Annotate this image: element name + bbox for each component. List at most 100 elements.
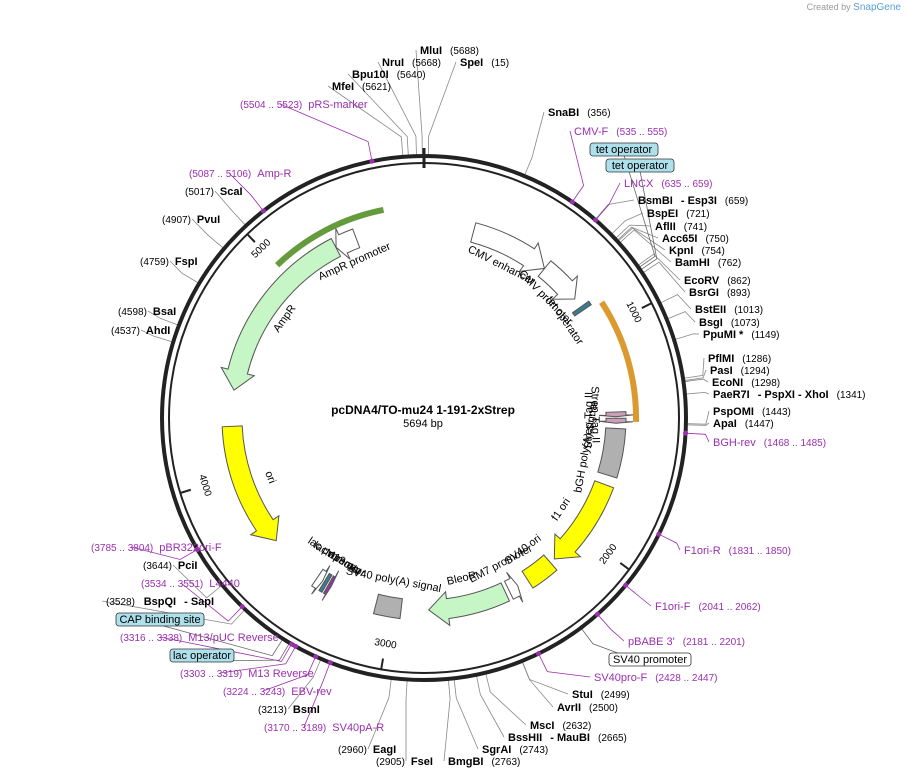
feature-box-label: CAP binding site	[119, 614, 200, 626]
leader-line	[287, 658, 322, 710]
primer-position: (5087 .. 5106)	[189, 169, 251, 180]
tick-mark	[641, 302, 653, 309]
leader-line	[367, 677, 392, 750]
leader-line	[427, 61, 457, 157]
enzyme-label: BsmBI- Esp3I(659)	[638, 195, 748, 207]
enzyme-label: PspOMI(1443)	[713, 406, 791, 418]
primer-name: F1ori-R	[684, 545, 721, 557]
enzyme-name: BsaI	[153, 306, 176, 318]
enzyme-label: BspEI(721)	[647, 208, 710, 220]
enzyme-label: SnaBI(356)	[548, 107, 611, 119]
primer-label: CMV-F(535 .. 555)	[574, 126, 667, 138]
enzyme-position: (1073)	[731, 318, 760, 329]
leader-line	[521, 660, 554, 708]
primer-label: (5087 .. 5106)Amp-R	[189, 168, 292, 180]
leader-line	[214, 190, 247, 227]
enzyme-label: NruI(5668)	[382, 57, 441, 69]
primer-site-mark	[536, 651, 542, 657]
enzyme-name: BsmBI	[638, 195, 673, 207]
enzyme-label: AflII(741)	[655, 221, 707, 233]
feature-arc	[598, 417, 634, 424]
enzyme-label: StuI(2499)	[572, 689, 630, 701]
leader-line	[618, 229, 672, 263]
leader-line	[262, 656, 317, 692]
enzyme-name: BmgBI	[448, 756, 483, 768]
leader-line	[538, 653, 591, 678]
leader-line	[377, 61, 417, 157]
feature-arc	[597, 427, 627, 479]
enzyme-name: KpnI	[669, 245, 693, 257]
leader-line	[616, 226, 659, 241]
enzyme-label: BsgI(1073)	[699, 317, 760, 329]
leader-line	[639, 170, 658, 271]
feature-arc	[470, 222, 546, 273]
leader-line	[453, 678, 479, 750]
enzyme-name: PciI	[178, 560, 198, 572]
feature-label: Strep-Tag II	[588, 386, 601, 443]
leader-line	[683, 378, 709, 383]
enzyme-position: (5688)	[450, 46, 479, 57]
enzyme-name: FspI	[175, 256, 198, 268]
primer-position: (3785 .. 3804)	[91, 543, 153, 554]
primer-label: (3534 .. 3551)L4440	[141, 578, 240, 590]
primer-label: (3170 .. 3189)SV40pA-R	[264, 722, 384, 734]
primer-position: (3224 .. 3243)	[223, 687, 285, 698]
primer-label: (3785 .. 3804)pBR322ori-F	[91, 542, 222, 554]
leader-line	[101, 600, 246, 625]
primer-label: F1ori-R(1831 .. 1850)	[684, 545, 791, 557]
enzyme-position: (1286)	[742, 354, 771, 365]
enzyme-position: (4759)	[140, 257, 169, 268]
enzyme-name: - PspXI - XhoI	[758, 389, 829, 401]
enzyme-position: (1298)	[751, 378, 780, 389]
enzyme-name: Acc65I	[662, 233, 697, 245]
enzyme-label: MluI(5688)	[420, 45, 479, 57]
feature-arc	[521, 554, 558, 589]
tick-mark	[246, 233, 256, 243]
leader-line	[614, 224, 652, 240]
enzyme-name: BsmI	[293, 704, 320, 716]
enzyme-position: (754)	[701, 246, 724, 257]
enzyme-position: (893)	[727, 288, 750, 299]
enzyme-label: PflMI (1286)	[708, 353, 771, 365]
enzyme-label: EcoRV(862)	[684, 275, 751, 287]
enzyme-position: (4537)	[111, 326, 140, 337]
feature-arc	[537, 260, 579, 300]
enzyme-name: BspQI	[144, 596, 176, 608]
enzyme-label: Bpu10I(5640)	[352, 69, 426, 81]
enzyme-name: MfeI	[332, 81, 354, 93]
primer-label: (3224 .. 3243)EBV-rev	[223, 686, 332, 698]
primer-site-mark	[194, 547, 200, 553]
feature-arc	[571, 300, 592, 317]
enzyme-label: SpeI(15)	[460, 57, 509, 69]
enzyme-label: BsrGI (893)	[689, 287, 750, 299]
enzyme-position: (1341)	[837, 390, 866, 401]
leader-line	[610, 212, 644, 235]
enzyme-name: MscI	[530, 720, 554, 732]
leader-line	[443, 678, 451, 762]
primer-site-mark	[656, 531, 662, 537]
primer-label: F1ori-F(2041 .. 2062)	[655, 601, 761, 613]
enzyme-label: ApaI(1447)	[713, 418, 774, 430]
enzyme-name: PspOMI	[713, 406, 754, 418]
leader-line	[159, 636, 292, 662]
primer-site-mark	[239, 604, 245, 610]
enzyme-name: Bpu10I	[352, 69, 389, 81]
primer-site-mark	[683, 430, 689, 436]
enzyme-name: PflMI	[708, 353, 734, 365]
leader-line	[666, 311, 696, 323]
plasmid-name: pcDNA4/TO-mu24 1-191-2xStrep	[331, 403, 515, 417]
enzyme-name: StuI	[572, 689, 593, 701]
enzyme-name: BsrGI	[689, 287, 719, 299]
enzyme-position: (4907)	[162, 215, 191, 226]
feature-box-label: lac operator	[173, 650, 231, 662]
leader-line	[347, 73, 409, 157]
label-leader-lines	[101, 49, 710, 762]
feature-box-label: SV40 promoter	[613, 654, 687, 666]
feature-arc	[220, 237, 342, 391]
leader-line	[130, 546, 198, 560]
leader-line	[405, 679, 408, 761]
leader-line	[228, 172, 264, 212]
feature-box	[169, 648, 235, 663]
feature-label: f1 ori	[549, 496, 573, 523]
enzyme-name: BssHII	[508, 732, 542, 744]
